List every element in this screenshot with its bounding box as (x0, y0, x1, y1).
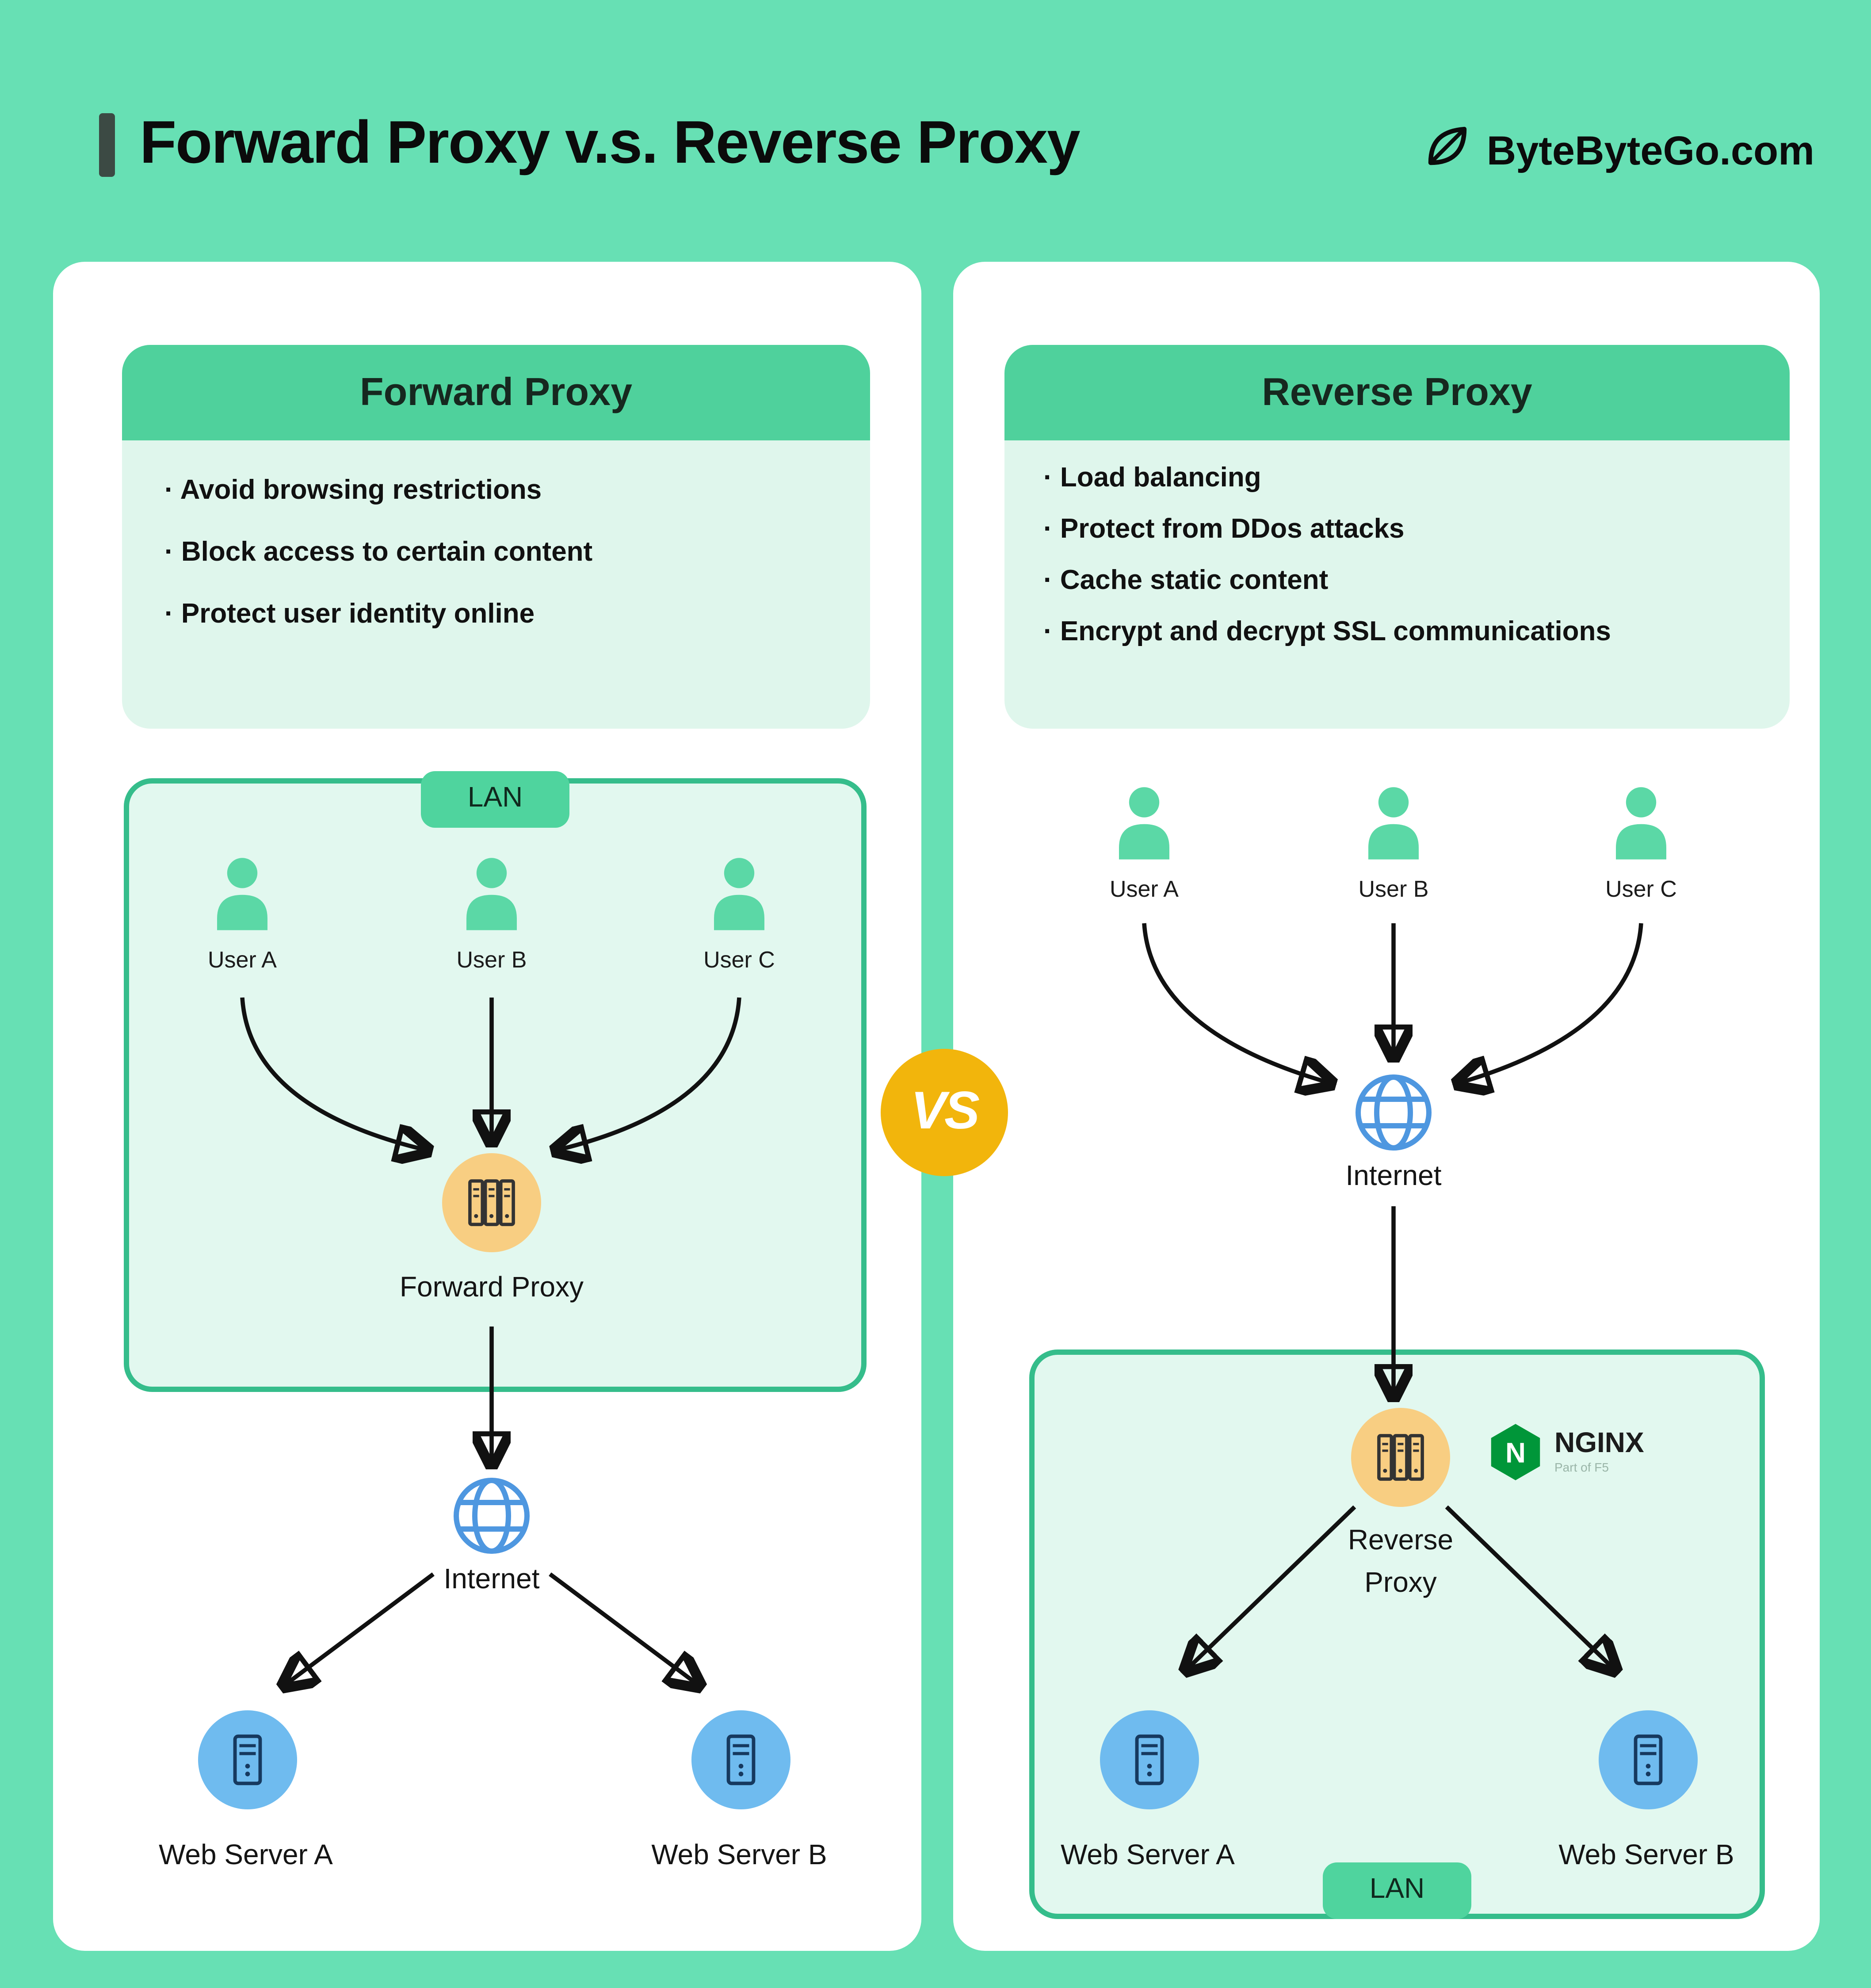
web-server-b-label: Web Server B (651, 1841, 827, 1871)
nginx-sublabel: Part of F5 (1554, 1462, 1609, 1474)
bullet: · Protect from DDos attacks (1043, 515, 1405, 545)
vs-badge: VS (881, 1049, 1008, 1176)
page-header: Forward Proxy v.s. Reverse Proxy (99, 110, 1081, 179)
user-node: User A (180, 856, 304, 973)
svg-text:N: N (1505, 1437, 1526, 1468)
user-icon (217, 858, 267, 930)
user-icon (466, 858, 517, 930)
user-label: User C (703, 946, 775, 973)
user-label: User C (1605, 875, 1677, 902)
web-server-a-node (198, 1710, 297, 1809)
user-node: User C (677, 856, 801, 973)
bytebytego-logo-icon (1420, 120, 1473, 182)
forward-proxy-card: Forward Proxy · Avoid browsing restricti… (122, 345, 870, 729)
globe-icon (454, 1478, 530, 1554)
reverse-proxy-card: Reverse Proxy · Load balancing · Protect… (1004, 345, 1790, 729)
bullet: · Load balancing (1043, 463, 1261, 493)
user-label: User A (1109, 875, 1179, 902)
server-stack-icon (468, 1179, 515, 1226)
user-label: User B (456, 946, 527, 973)
reverse-proxy-node (1351, 1408, 1450, 1507)
web-server-icon (233, 1734, 262, 1785)
reverse-proxy-card-title: Reverse Proxy (1004, 345, 1790, 440)
web-server-a-label: Web Server A (159, 1841, 333, 1871)
forward-proxy-panel: Forward Proxy · Avoid browsing restricti… (53, 262, 921, 1951)
web-server-icon (1634, 1734, 1663, 1785)
brand-name: ByteByteGo.com (1486, 127, 1814, 173)
reverse-proxy-panel: Reverse Proxy · Load balancing · Protect… (953, 262, 1820, 1951)
web-server-icon (1135, 1734, 1164, 1785)
user-node: User B (430, 856, 554, 973)
internet-label: Internet (443, 1565, 540, 1595)
title-accent-bar (99, 112, 115, 176)
bullet: · Cache static content (1043, 566, 1329, 596)
user-icon (1119, 787, 1169, 860)
reverse-proxy-label: Reverse Proxy (1348, 1526, 1454, 1599)
lan-label: LAN (421, 771, 569, 828)
internet-label: Internet (1345, 1162, 1442, 1192)
web-server-a-label: Web Server A (1061, 1841, 1235, 1871)
brand: ByteByteGo.com (1420, 120, 1814, 182)
vs-label: VS (910, 1082, 980, 1141)
user-icon (714, 858, 764, 930)
web-server-b-node (691, 1710, 790, 1809)
user-label: User A (207, 946, 277, 973)
user-icon (1616, 787, 1666, 860)
forward-proxy-label: Forward Proxy (399, 1273, 584, 1304)
globe-icon (1356, 1074, 1432, 1151)
bullet: · Encrypt and decrypt SSL communications (1043, 617, 1611, 647)
bullet: · Avoid browsing restrictions (164, 476, 542, 506)
page-title: Forward Proxy v.s. Reverse Proxy (140, 110, 1081, 177)
user-node: User B (1332, 785, 1455, 902)
web-server-a-node (1100, 1710, 1199, 1809)
bullet: · Protect user identity online (164, 600, 535, 630)
web-server-b-label: Web Server B (1558, 1841, 1734, 1871)
reverse-proxy-bullets: · Load balancing · Protect from DDos att… (1004, 440, 1790, 649)
user-icon (1368, 787, 1419, 860)
nginx-logo: N NGINX Part of F5 (1487, 1422, 1644, 1482)
web-server-icon (726, 1734, 756, 1785)
web-server-b-node (1599, 1710, 1698, 1809)
forward-proxy-node (442, 1153, 541, 1252)
forward-proxy-bullets: · Avoid browsing restrictions · Block ac… (122, 440, 870, 631)
nginx-label: NGINX (1554, 1428, 1644, 1458)
forward-proxy-card-title: Forward Proxy (122, 345, 870, 440)
bullet: · Block access to certain content (164, 538, 593, 568)
nginx-logo-icon: N (1491, 1424, 1540, 1480)
server-stack-icon (1377, 1434, 1424, 1481)
lan-label: LAN (1323, 1862, 1471, 1919)
user-label: User B (1358, 875, 1429, 902)
user-node: User C (1579, 785, 1703, 902)
user-node: User A (1082, 785, 1206, 902)
